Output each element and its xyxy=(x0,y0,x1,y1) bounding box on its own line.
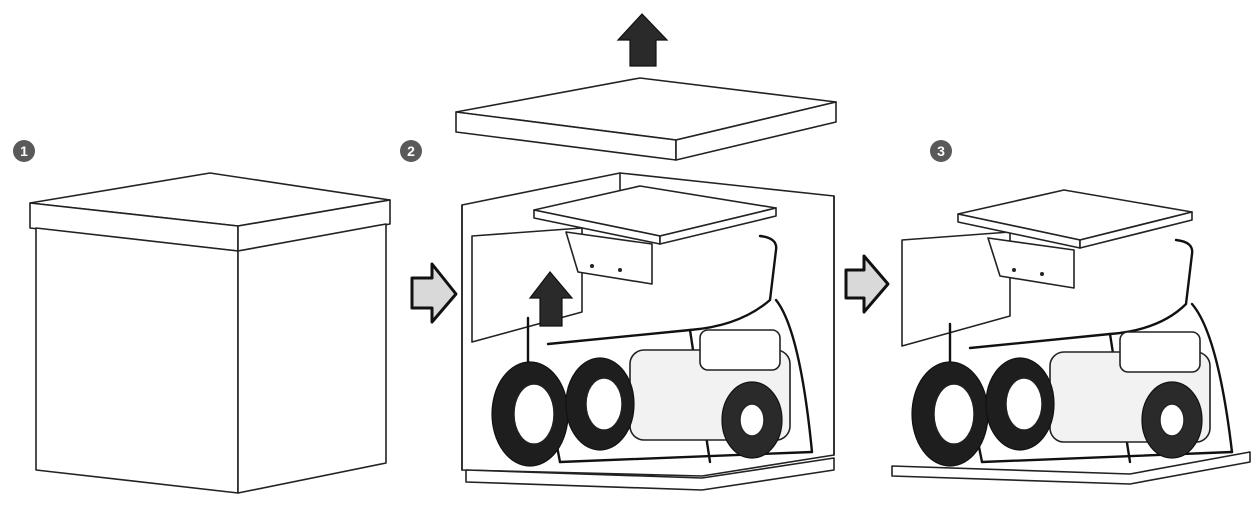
box-front-face xyxy=(35,227,239,494)
up-arrow-icon xyxy=(528,271,574,327)
right-arrow-icon xyxy=(410,262,458,324)
base-plate xyxy=(891,451,1251,485)
right-arrow-icon xyxy=(844,254,890,314)
up-arrow-icon xyxy=(616,13,669,67)
step-3-badge: 3 xyxy=(930,140,952,162)
box-lid-side xyxy=(237,199,391,252)
unpacked-generator xyxy=(891,189,1251,485)
step-1-badge: 1 xyxy=(13,140,35,162)
lifted-lid xyxy=(455,77,837,161)
closed-box xyxy=(29,172,391,494)
lifted-lid-side xyxy=(675,101,837,161)
generator-in-box xyxy=(465,185,835,491)
step-2-badge: 2 xyxy=(400,140,422,162)
box-side-face xyxy=(237,223,387,494)
